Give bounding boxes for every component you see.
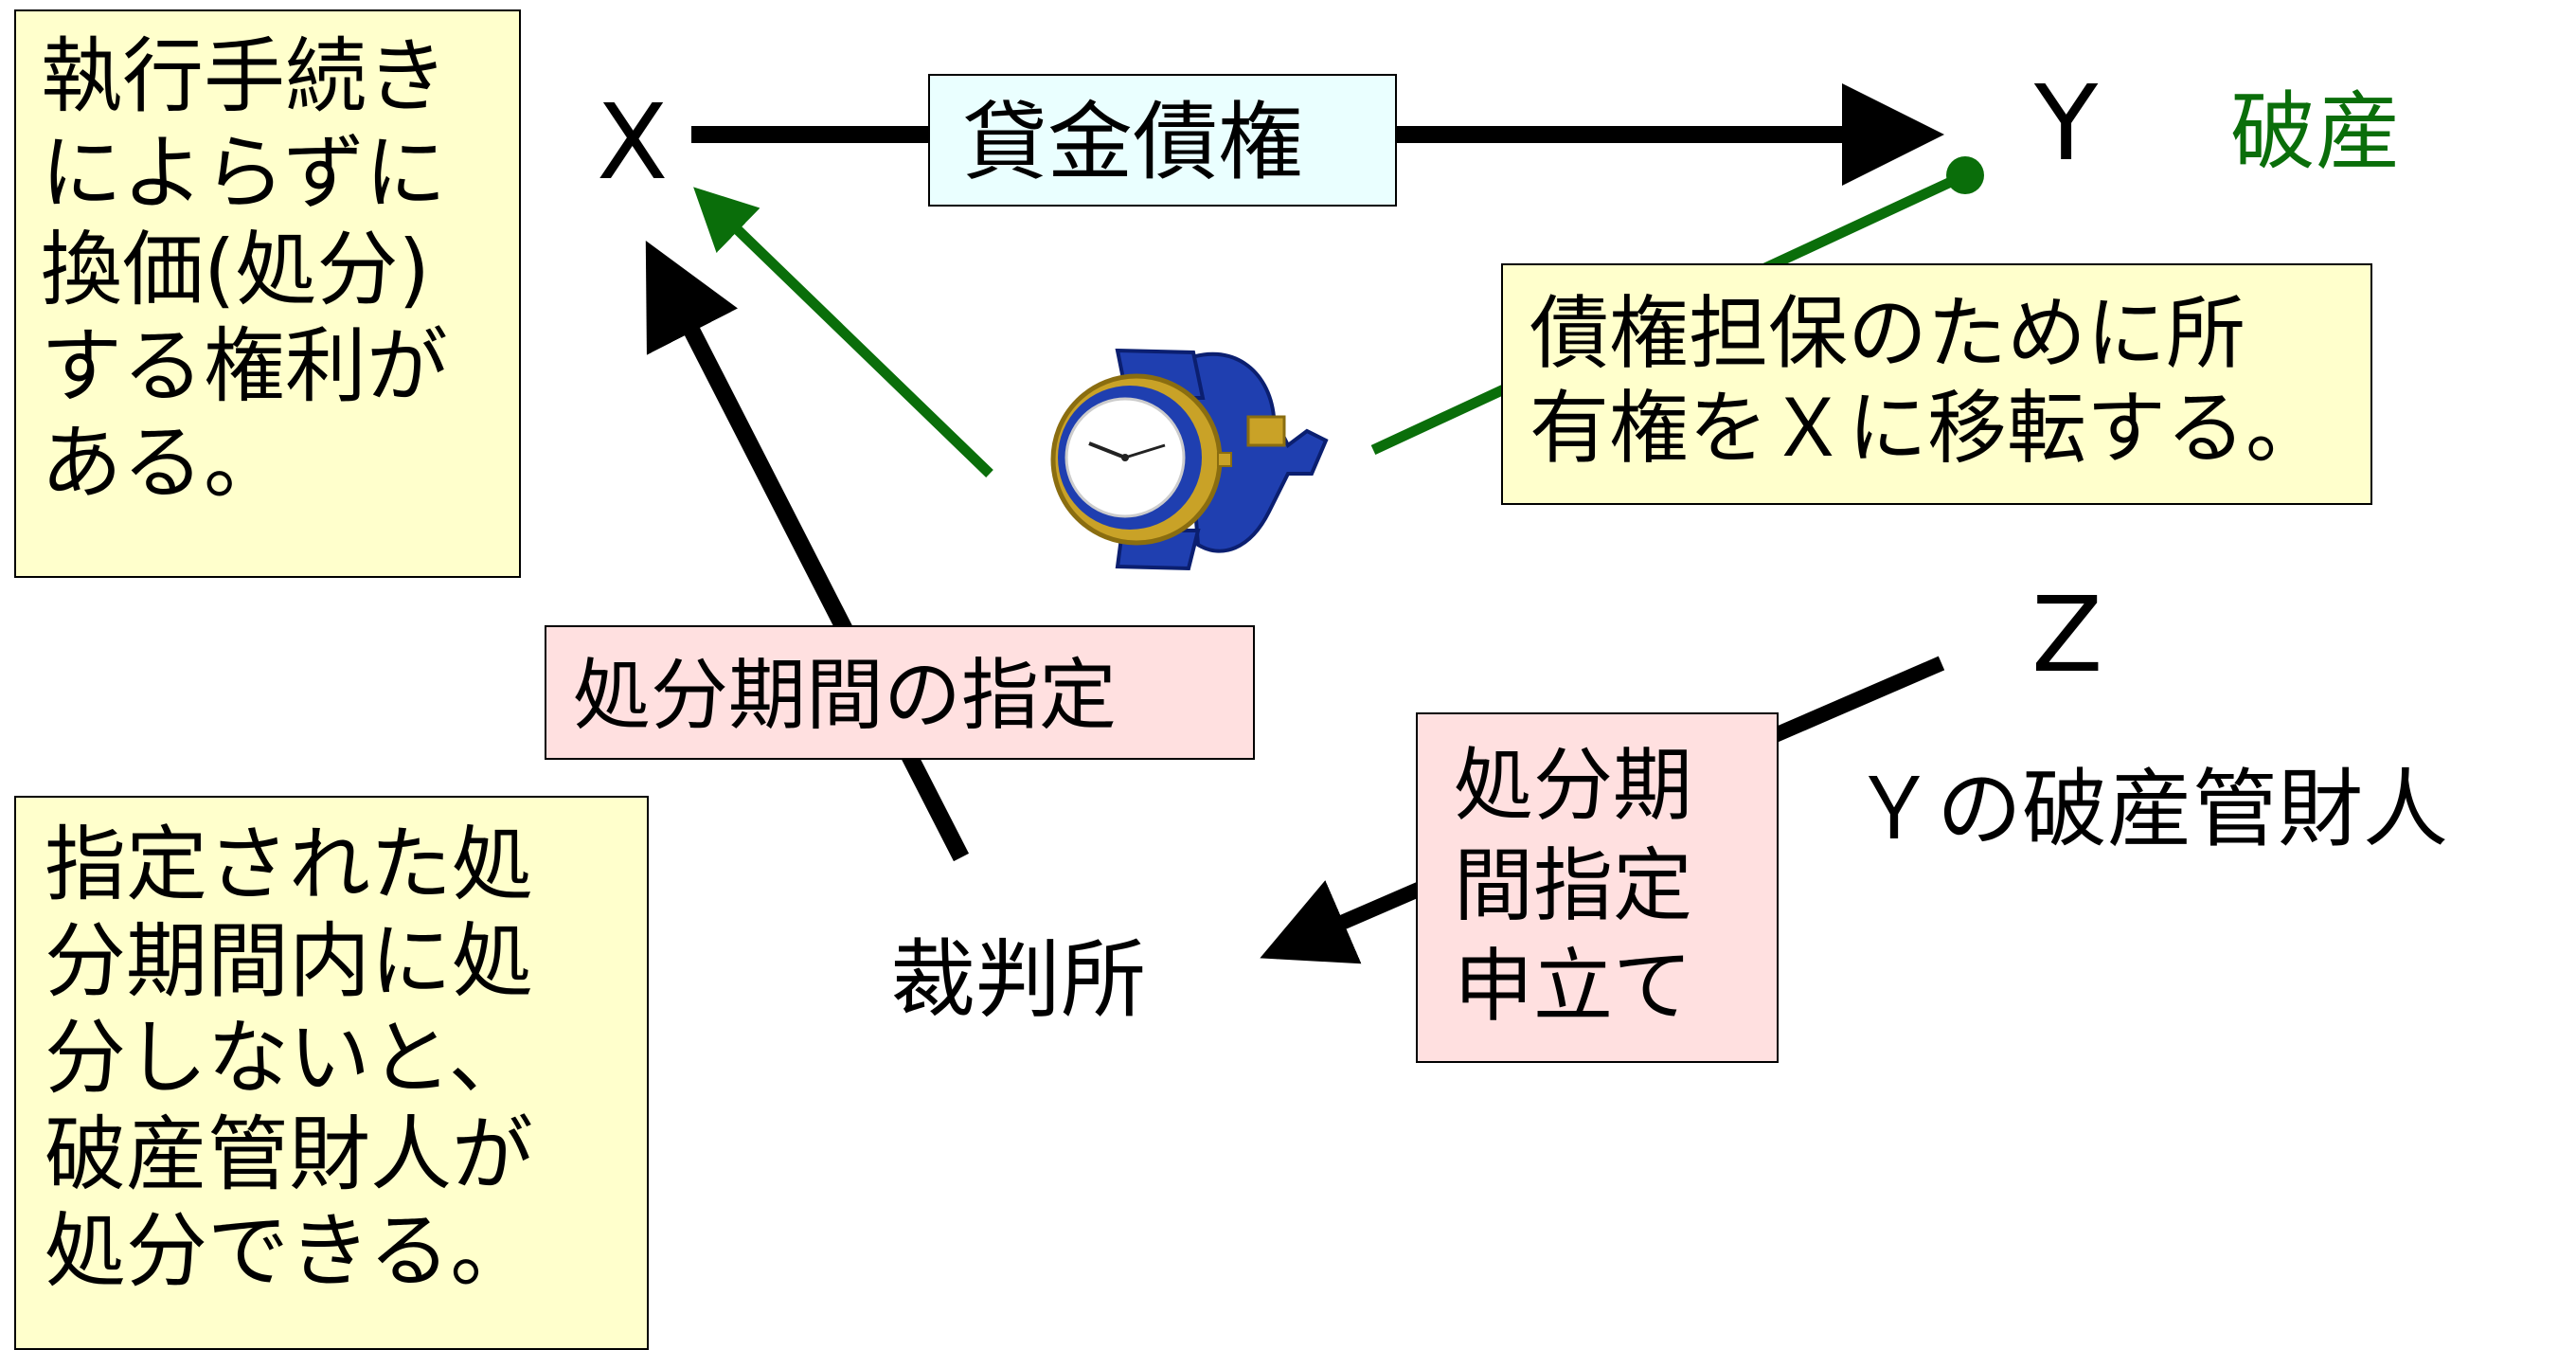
disposal-period-designation-text: 処分期間の指定	[573, 651, 1118, 741]
loan-claim-label-text: 貸金債権	[962, 93, 1303, 192]
node-z: Z	[2031, 574, 2103, 695]
node-court: 裁判所	[890, 930, 1146, 1030]
node-z-description: Ｙの破産管財人	[1852, 760, 2448, 859]
node-x: X	[597, 81, 669, 203]
ownership-transfer-arrow	[693, 187, 993, 477]
note-execution-right: 執行手続き によらずに 換価(処分) する権利が ある。	[14, 9, 521, 578]
disposal-period-request-text: 処分期 間指定 申立て	[1454, 739, 1693, 1033]
note-disposal-deadline: 指定された処 分期間内に処 分しないと、 破産管財人が 処分できる。	[14, 796, 649, 1350]
note-disposal-deadline-text: 指定された処 分期間内に処 分しないと、 破産管財人が 処分できる。	[45, 818, 533, 1299]
collateral-link-dot	[1946, 156, 1984, 194]
loan-claim-label: 貸金債権	[928, 74, 1397, 207]
note-execution-right-text: 執行手続き によらずに 換価(処分) する権利が ある。	[41, 29, 448, 511]
transfer-note: 債権担保のために所 有権をＸに移転する。	[1501, 263, 2372, 505]
disposal-period-designation-label: 処分期間の指定	[545, 625, 1255, 760]
node-y-status: 破産	[2230, 82, 2401, 182]
node-y: Y	[2034, 63, 2099, 184]
transfer-note-text: 債権担保のために所 有権をＸに移転する。	[1530, 287, 2326, 475]
disposal-period-request-label: 処分期 間指定 申立て	[1416, 712, 1779, 1063]
